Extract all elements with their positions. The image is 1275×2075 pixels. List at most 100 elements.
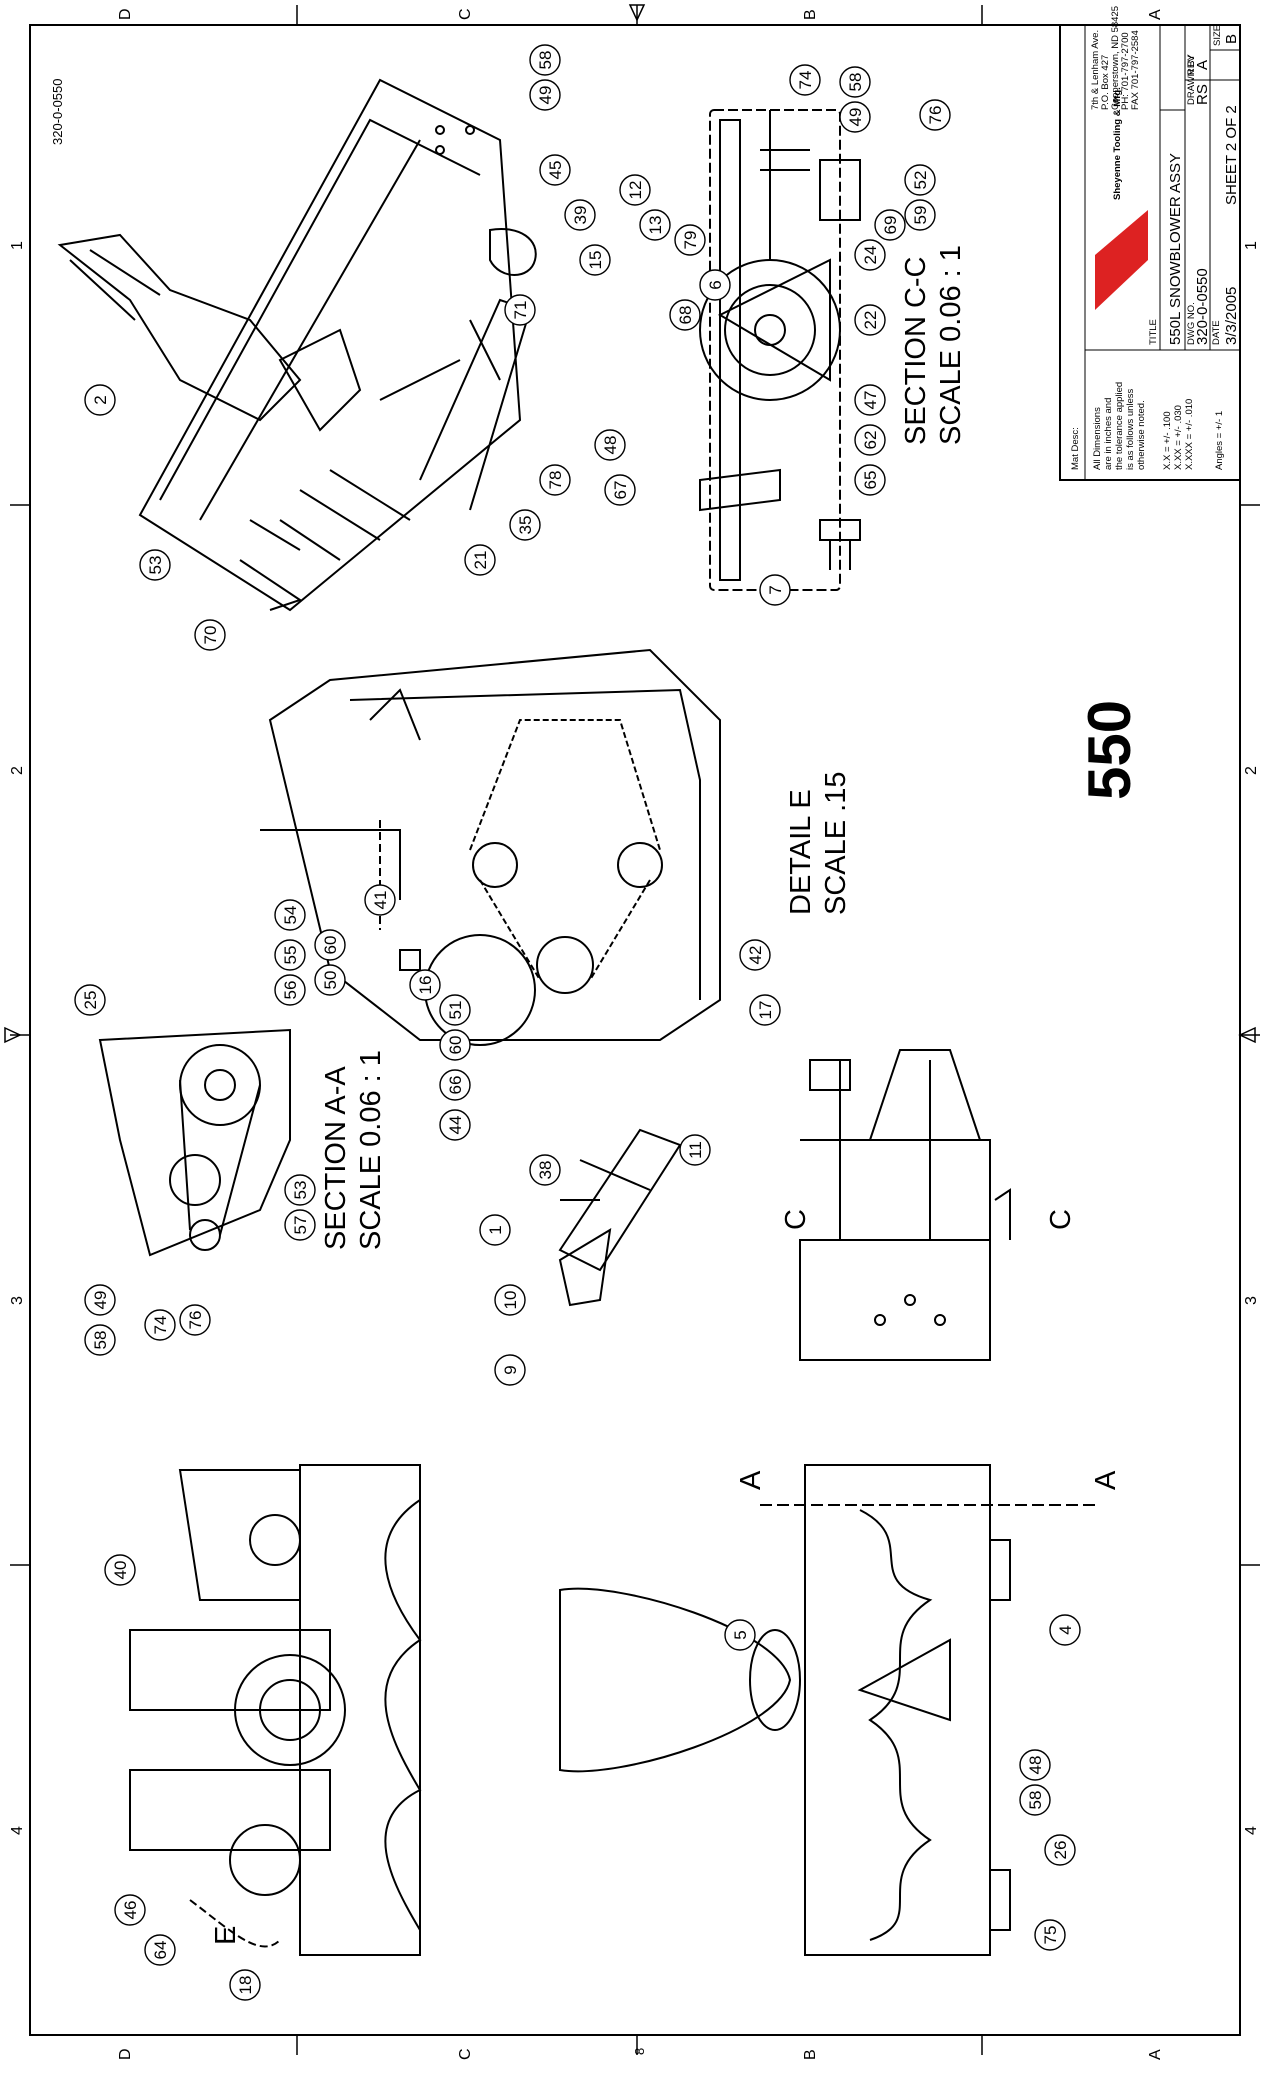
title-block-text: Mat Desc: All Dimensions are in inches a… (1070, 6, 1240, 470)
balloon-circle (724, 1619, 756, 1651)
balloon-42: 66 (439, 1069, 471, 1101)
balloon-circle (854, 384, 886, 416)
notes-line-5: otherwise noted. (1136, 400, 1147, 470)
notes-line-1: All Dimensions (1092, 407, 1103, 470)
plan-view-top (129, 1464, 422, 1956)
section-a-letter-top: A (735, 1470, 767, 1490)
rev-value: A (1194, 60, 1211, 70)
balloon-circle (639, 209, 671, 241)
balloon-label: 62 (861, 431, 880, 450)
drawing-title: 550L SNOWBLOWER ASSY (1167, 153, 1184, 345)
balloon-label: 9 (501, 1365, 520, 1374)
inner-border (29, 24, 1241, 2036)
balloon-label: 17 (756, 1001, 775, 1020)
tolerance-1: X.X = +/- .100 (1162, 411, 1173, 470)
size-label: SIZE (1212, 25, 1223, 46)
balloon-label: 65 (861, 471, 880, 490)
balloon-66: 18 (229, 1969, 261, 2001)
balloon-label: 38 (536, 1161, 555, 1180)
balloon-37: 60 (314, 929, 346, 961)
balloon-circle (749, 994, 781, 1026)
balloon-label: 70 (201, 626, 220, 645)
section-c-markers: C C (780, 1209, 1077, 1230)
balloon-circle (104, 1554, 136, 1586)
balloon-circle (464, 544, 496, 576)
balloon-label: 22 (861, 311, 880, 330)
balloon-label: 15 (586, 251, 605, 270)
balloon-62: 58 (1019, 1784, 1051, 1816)
balloon-circle (84, 384, 116, 416)
balloon-64: 46 (114, 1894, 146, 1926)
balloon-52: 76 (179, 1304, 211, 1336)
balloon-circle (439, 1029, 471, 1061)
corner-drawing-number: 320-0-0550 (50, 79, 65, 146)
balloon-label: 59 (911, 206, 930, 225)
balloon-circle (144, 1934, 176, 1966)
balloon-33: 54 (274, 899, 306, 931)
zone-top-b: B (802, 9, 819, 20)
detail-e-view (260, 648, 721, 1046)
balloon-circle (919, 99, 951, 131)
detail-e-label: DETAIL E SCALE .15 (785, 772, 852, 915)
balloon-label: 2 (91, 395, 110, 404)
section-c-letter-bottom: C (1045, 1209, 1077, 1230)
balloon-label: 6 (706, 280, 725, 289)
balloon-38: 41 (364, 884, 396, 916)
balloon-circle (839, 66, 871, 98)
balloon-circle (314, 964, 346, 996)
side-view (558, 1049, 1011, 1361)
balloon-label: 48 (601, 436, 620, 455)
zone-right-1: 1 (1243, 241, 1260, 250)
balloon-circle (74, 984, 106, 1016)
notes-line-3: the tolerance applied (1114, 382, 1125, 470)
dwg-no-label: DWG NO. (1186, 302, 1197, 345)
page-mark: 8 (632, 2048, 647, 2055)
balloon-circle (759, 574, 791, 606)
address-4: PH: 701-797-2700 (1120, 32, 1131, 110)
balloon-9: 79 (674, 224, 706, 256)
balloon-circle (1044, 1834, 1076, 1866)
title-block (1059, 24, 1241, 481)
balloon-label: 21 (471, 551, 490, 570)
balloon-circle (854, 239, 886, 271)
zone-left-1: 1 (9, 241, 26, 250)
balloon-label: 51 (446, 1001, 465, 1020)
balloon-circle (529, 79, 561, 111)
section-a-letter-bottom: A (1090, 1470, 1122, 1490)
zone-top-c: C (457, 8, 474, 20)
title-label: TITLE (1148, 319, 1159, 345)
balloon-label: 60 (446, 1036, 465, 1055)
balloon-circle (594, 429, 626, 461)
balloon-label: 74 (796, 71, 815, 90)
balloon-circle (699, 269, 731, 301)
address-5: FAX 701-797-2584 (1130, 30, 1141, 110)
balloon-circle (674, 224, 706, 256)
balloon-circle (364, 884, 396, 916)
balloon-45: 17 (749, 994, 781, 1026)
balloon-circle (539, 154, 571, 186)
balloon-circle (84, 1284, 116, 1316)
balloon-16: 52 (904, 164, 936, 196)
balloon-label: 39 (571, 206, 590, 225)
balloon-label: 46 (121, 1901, 140, 1920)
balloon-label: 75 (1041, 1926, 1060, 1945)
section-aa-title: SECTION A-A (320, 1066, 352, 1250)
balloon-59: 5 (724, 1619, 756, 1651)
address-3: Cooperstown, ND 58425 (1110, 6, 1121, 110)
zone-top-a: A (1147, 9, 1164, 20)
balloon-circle (194, 619, 226, 651)
balloon-60: 4 (1049, 1614, 1081, 1646)
balloon-label: 13 (646, 216, 665, 235)
company-name: Sheyenne Tooling & Mfg. (1112, 87, 1123, 200)
balloon-30: 53 (139, 549, 171, 581)
balloon-circle (739, 939, 771, 971)
balloon-44: 42 (739, 939, 771, 971)
balloon-label: 60 (321, 936, 340, 955)
balloon-19: 24 (854, 239, 886, 271)
balloon-label: 58 (91, 1331, 110, 1350)
balloon-label: 58 (846, 73, 865, 92)
balloon-49: 49 (84, 1284, 116, 1316)
balloon-circle (619, 174, 651, 206)
